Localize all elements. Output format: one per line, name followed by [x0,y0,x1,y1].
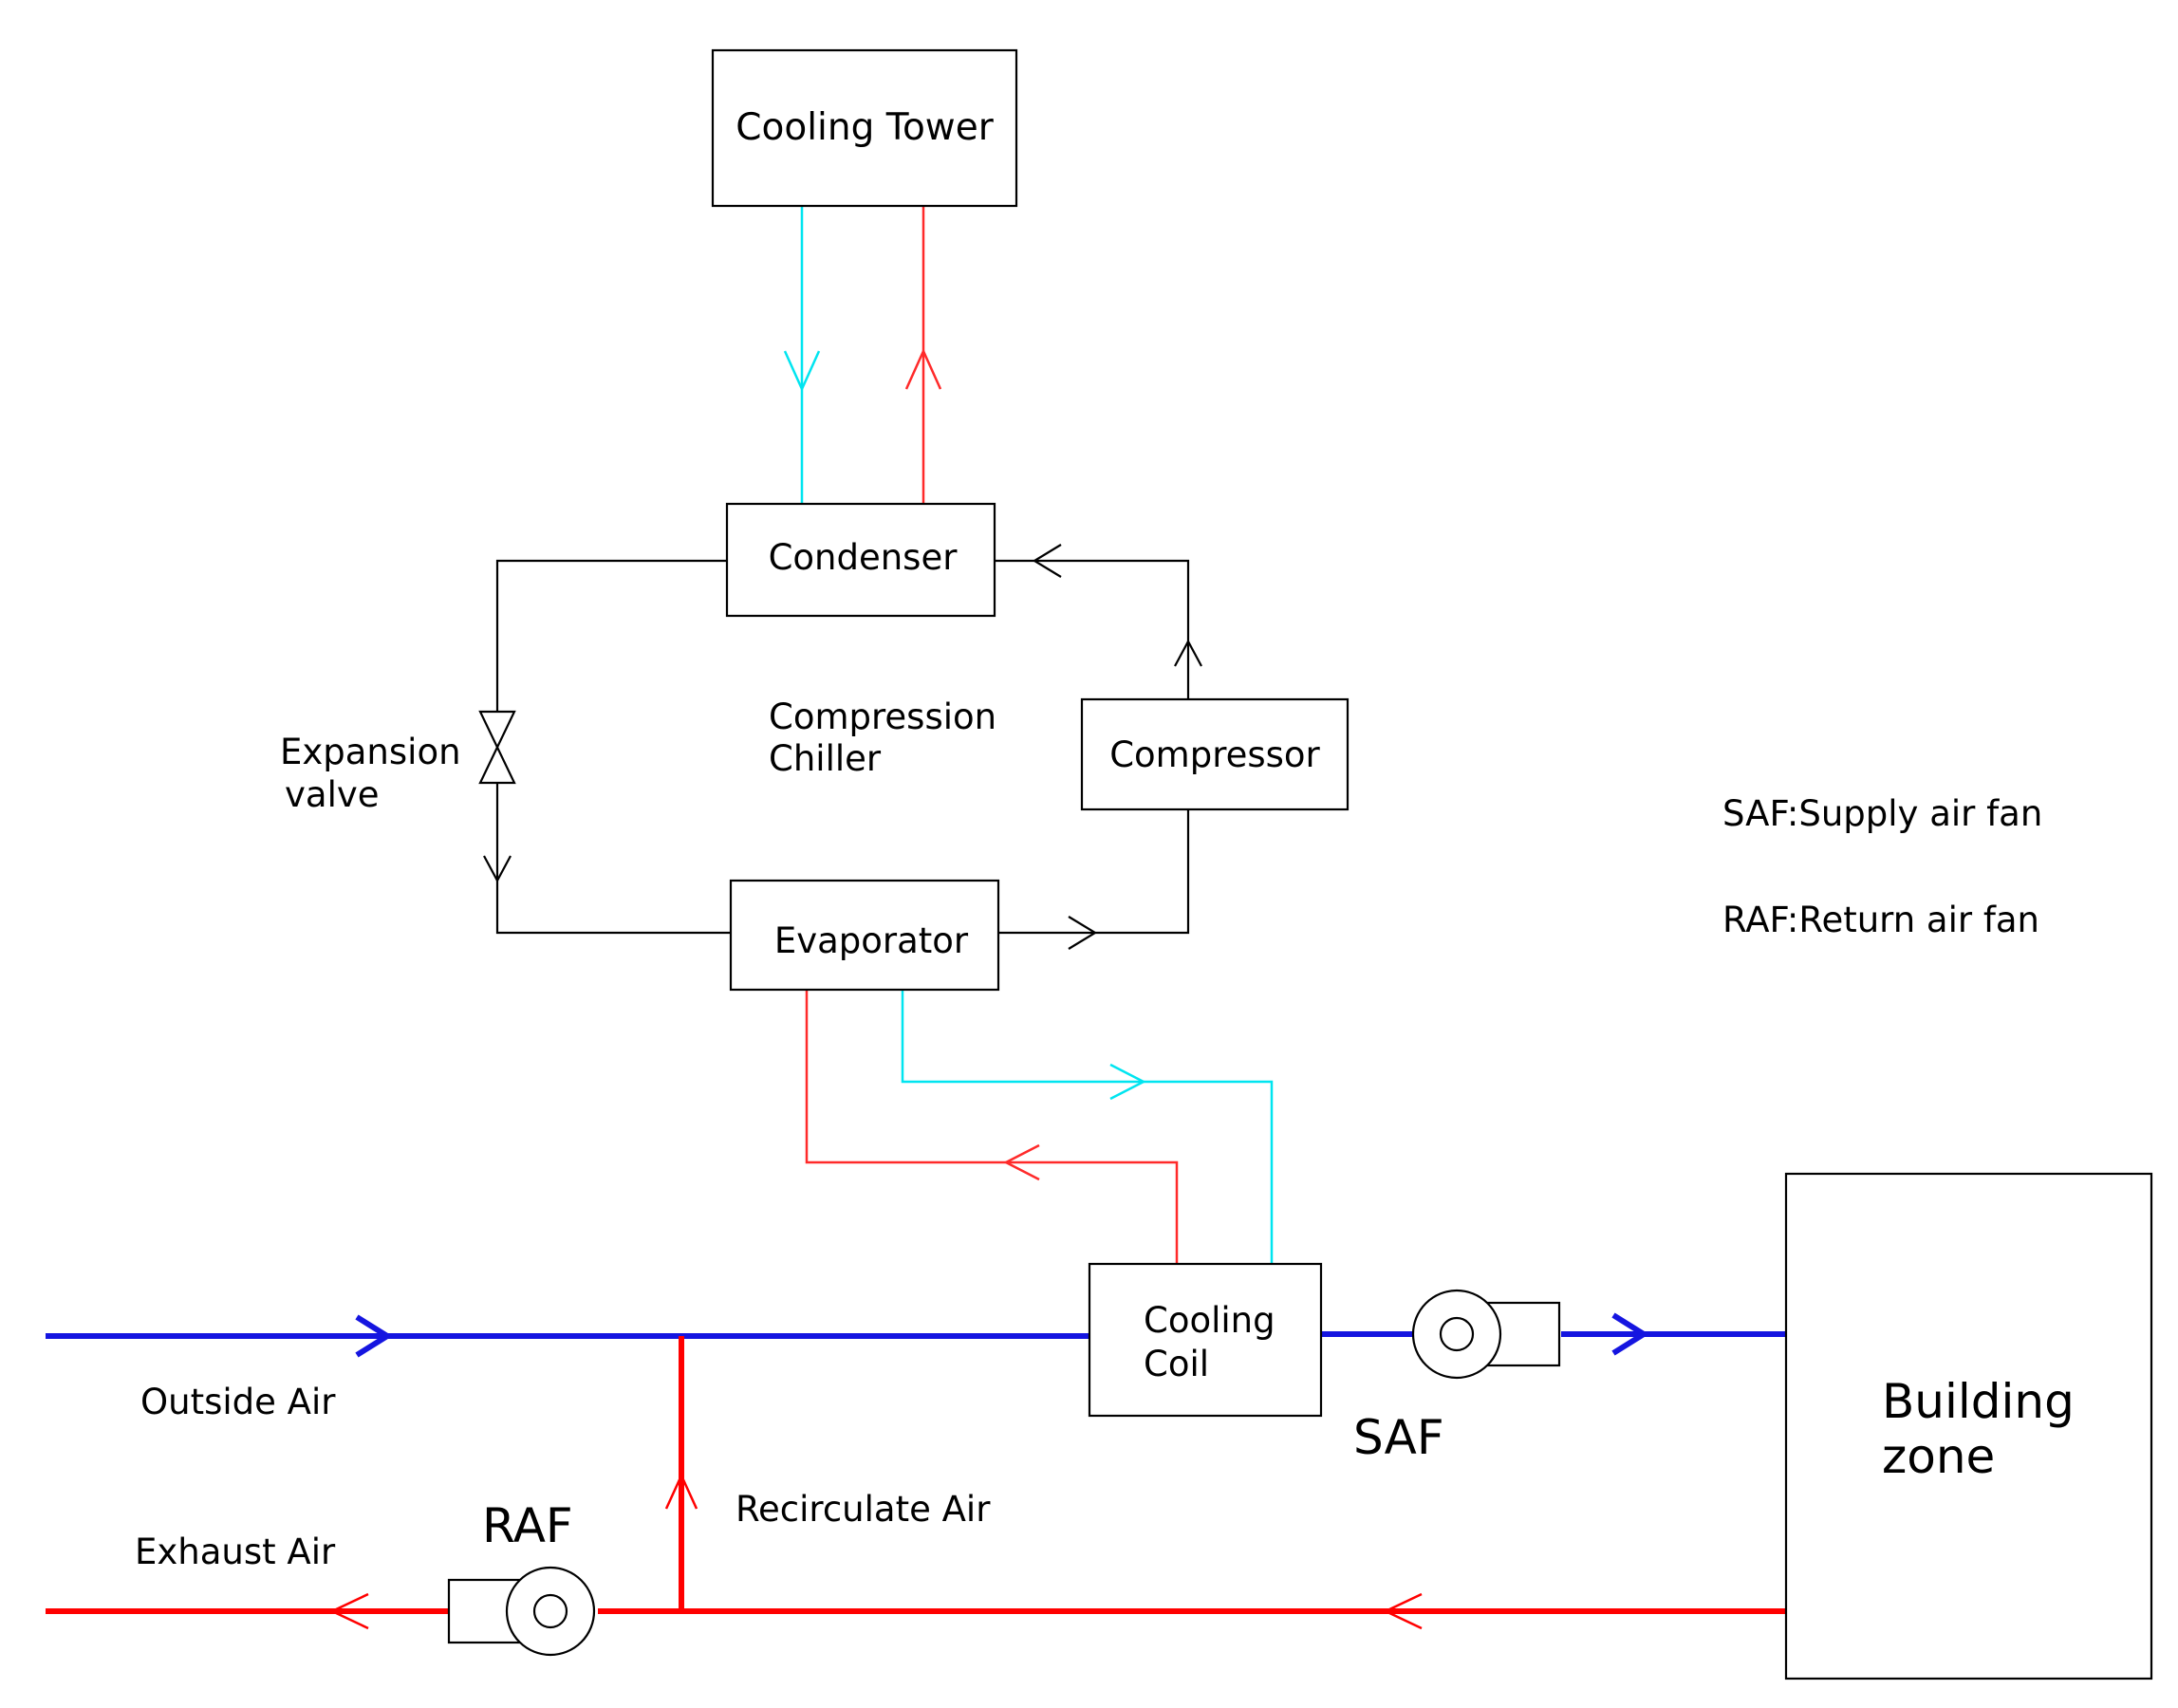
compressor-label: Compressor [1109,734,1320,775]
cooling-coil-label-1: Cooling [1144,1300,1275,1341]
supply-air-line [46,1312,1786,1358]
chilled-water-return-pipe [805,990,1179,1264]
cooling-tower-box [711,48,1018,208]
outside-air-label: Outside Air [140,1382,336,1422]
recirculate-arrow [664,1472,698,1510]
cooling-coil-box [1088,1262,1323,1418]
flow-arrow-to-condenser [1032,544,1062,578]
legend-saf: SAF:Supply air fan [1722,793,2042,834]
labels: Cooling Tower Condenser Compressor Evapo… [135,106,2075,1572]
raf-label: RAF [482,1498,573,1553]
outside-air-arrow [355,1314,393,1358]
flow-arrow-right [1068,916,1098,950]
building-zone-label-2: zone [1882,1429,1995,1484]
refrigerant-left-pipe [495,559,731,935]
exhaust-air-label: Exhaust Air [135,1532,336,1572]
chilled-water-supply-pipe [901,990,1274,1264]
legend-raf: RAF:Return air fan [1722,900,2039,940]
flow-arrow-down [483,855,512,883]
refrigerant-top-pipe [995,559,1190,699]
return-air-arrows [329,1472,1423,1630]
chiller-label-1: Compression [769,696,996,737]
supply-air-arrow [1611,1312,1649,1356]
raf-hub [532,1593,568,1629]
cooling-tower-label: Cooling Tower [735,106,994,149]
equipment-boxes [711,48,2153,1680]
condenser-label: Condenser [769,537,959,578]
condenser-box [725,502,996,618]
refrigerant-right-pipe [998,809,1190,935]
building-zone-label-1: Building [1882,1374,2075,1429]
expansion-valve-label-1: Expansion [280,732,461,772]
chilled-water-supply-arrow [1109,1063,1146,1101]
chiller-label-2: Chiller [769,738,882,779]
recirculate-air-label: Recirculate Air [735,1489,991,1530]
evaporator-box [729,879,1000,992]
exhaust-air-arrow [329,1592,369,1630]
cooling-coil-label-2: Coil [1144,1344,1209,1384]
refrigerant-loop [478,544,1202,950]
return-air-fan [447,1566,596,1657]
evaporator-label: Evaporator [774,920,969,961]
supply-air-fan [1411,1289,1561,1380]
tower-return-arrow [904,347,942,390]
chilled-water-loop [805,990,1274,1264]
return-air-arrow [1383,1592,1423,1630]
saf-hub [1439,1316,1475,1352]
chilled-water-return-arrow [1003,1143,1040,1181]
expansion-valve-icon [478,710,516,785]
expansion-valve-label-2: valve [285,774,380,815]
saf-label: SAF [1353,1410,1444,1465]
compressor-box [1080,697,1350,811]
tower-supply-arrow [783,350,821,393]
condenser-water-loop [783,207,942,503]
building-zone-box [1784,1172,2153,1680]
flow-arrow-up [1174,639,1202,667]
